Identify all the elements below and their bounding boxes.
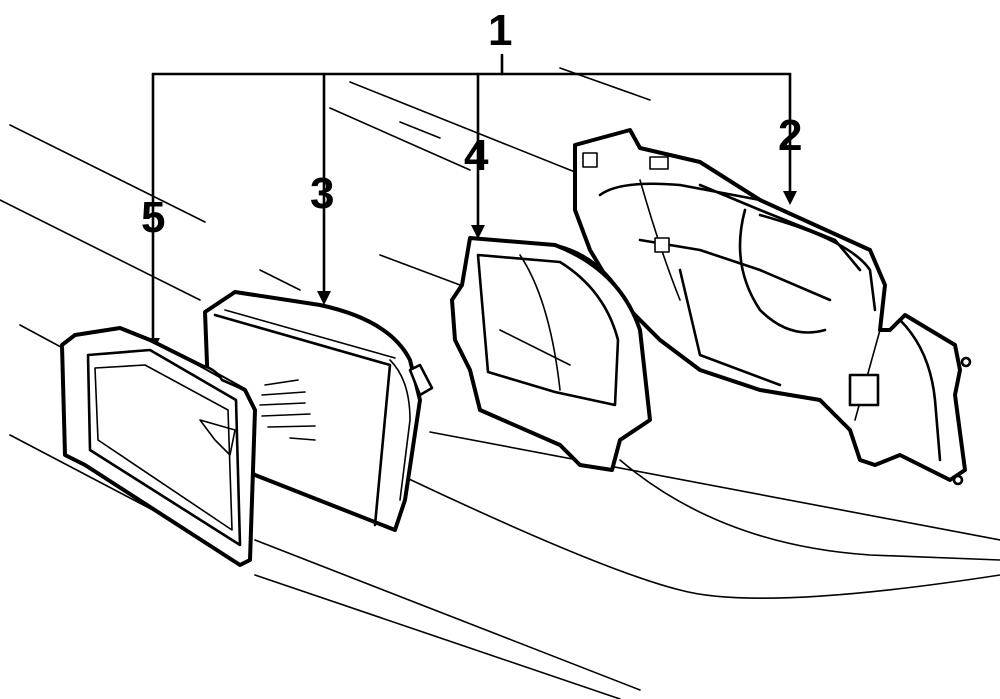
mounting-ring-part-4: [450, 236, 652, 472]
callout-labels: 1 2 3 4 5: [141, 6, 802, 242]
callout-4: 4: [464, 131, 489, 180]
trim-bezel-part-5: [60, 326, 257, 567]
sealed-beam-lamp-part-3: [203, 290, 434, 532]
leader-lines: [151, 53, 792, 347]
callout-5: 5: [141, 193, 165, 242]
lamp-lens-markings: [259, 379, 316, 441]
callout-2: 2: [778, 111, 802, 160]
headlamp-housing-part-2: [573, 128, 972, 486]
callout-3: 3: [310, 169, 334, 218]
callout-1: 1: [488, 6, 512, 55]
